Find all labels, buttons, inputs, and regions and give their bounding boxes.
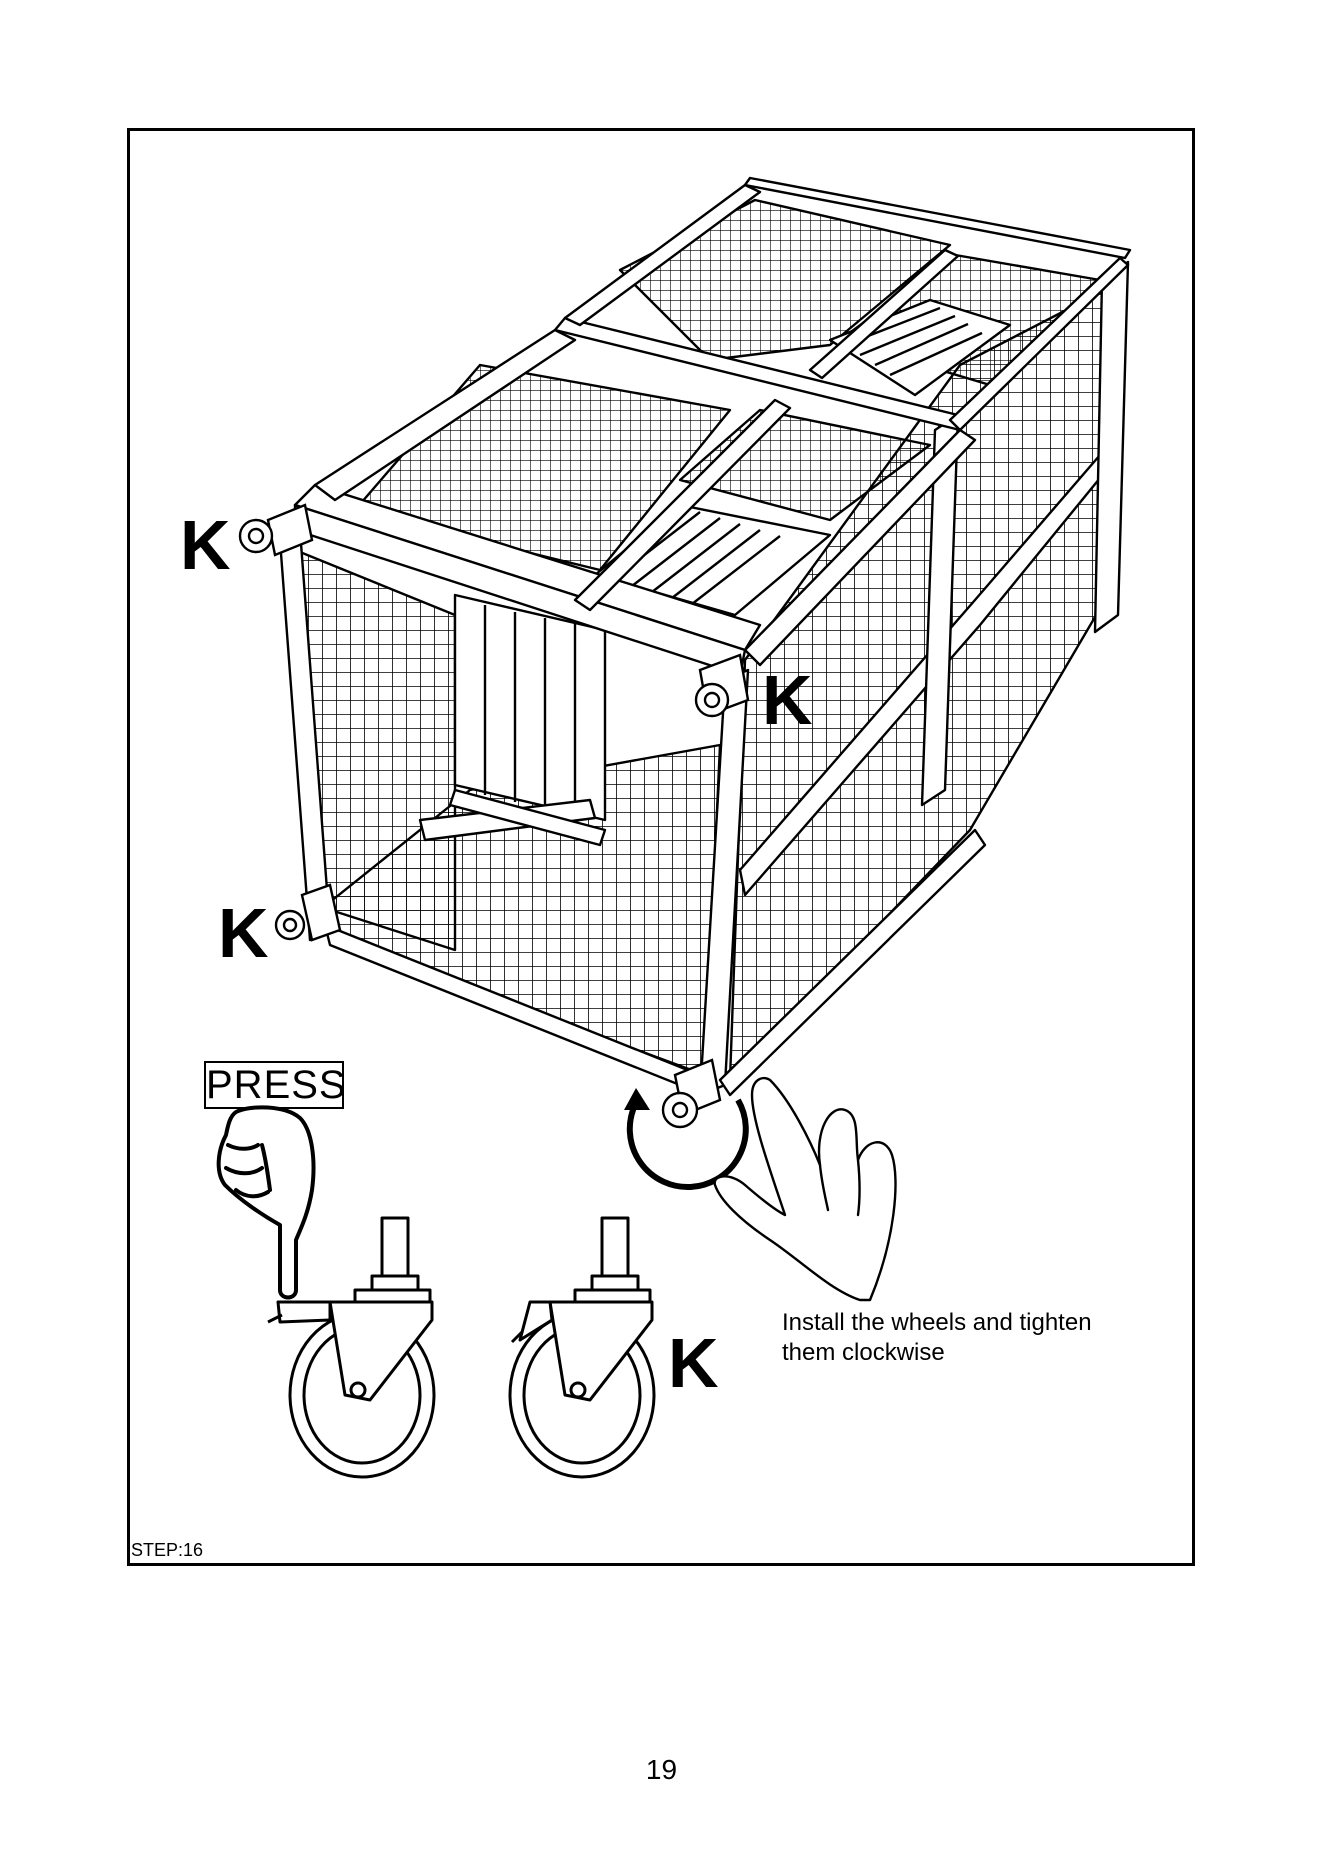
caster-wheel-icon (510, 1218, 654, 1477)
cage-body (280, 178, 1130, 1095)
part-label-k: K (668, 1328, 719, 1398)
instruction-line: Install the wheels and tighten (782, 1308, 1142, 1338)
part-label-k: K (218, 898, 269, 968)
instruction-line: them clockwise (782, 1338, 1142, 1368)
part-label-k: K (180, 510, 231, 580)
page-number: 19 (0, 1754, 1323, 1786)
step-label: STEP:16 (131, 1540, 203, 1561)
pointing-hand-icon (219, 1107, 314, 1297)
part-label-k: K (762, 665, 813, 735)
corner-wheel (276, 885, 340, 940)
press-label: PRESS (204, 1061, 344, 1109)
instruction-text: Install the wheels and tighten them cloc… (782, 1308, 1142, 1368)
